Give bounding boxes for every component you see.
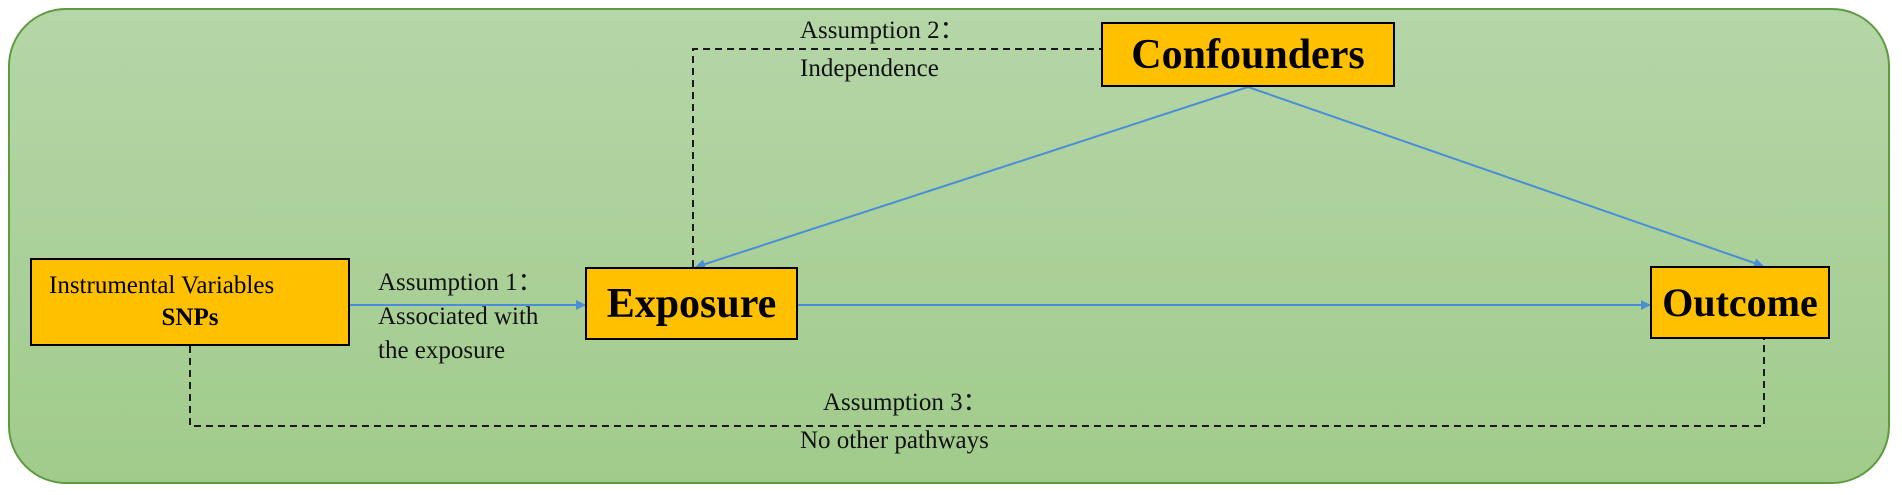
arrow-confounders-to-outcome — [1247, 86, 1764, 268]
arrow-confounders-to-exposure — [695, 86, 1249, 269]
outcome-label: Outcome — [1662, 280, 1818, 325]
diagram-background-panel — [8, 8, 1890, 484]
assumption-2-text: Independence — [800, 55, 939, 82]
assumption-1-text-line1: Associated with — [378, 303, 539, 330]
assumption-3-title: Assumption 3： — [823, 389, 988, 416]
assumption-3-text: No other pathways — [800, 427, 989, 454]
exposure-label: Exposure — [606, 280, 777, 327]
assumption-1-text-line2: the exposure — [378, 337, 506, 364]
outcome-node: Outcome — [1650, 266, 1830, 339]
assumption-2-dashed-path — [692, 48, 1101, 267]
instrumental-variables-label: Instrumental Variables — [49, 272, 275, 299]
confounders-label: Confounders — [1131, 31, 1365, 78]
instrumental-variables-node: Instrumental Variables SNPs — [30, 258, 350, 346]
assumption-1-title: Assumption 1： — [378, 269, 543, 296]
assumption-3-dashed-path — [189, 339, 1765, 427]
confounders-node: Confounders — [1101, 22, 1395, 87]
exposure-node: Exposure — [585, 267, 798, 340]
snps-label: SNPs — [161, 304, 219, 331]
assumption-2-title: Assumption 2： — [800, 17, 965, 44]
